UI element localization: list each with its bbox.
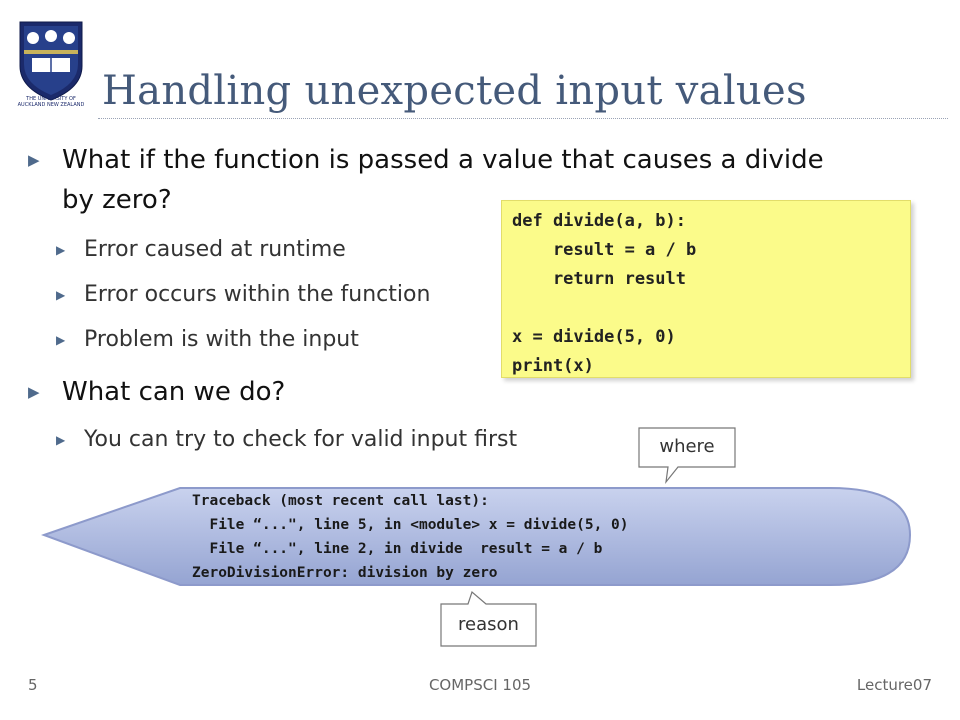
lecture-name: Lecture07	[856, 676, 932, 694]
bullet-arrow-icon: ▶	[56, 288, 66, 302]
bullet-text: Error caused at runtime	[84, 237, 346, 262]
code-line: print(x)	[512, 356, 594, 376]
traceback-line: ZeroDivisionError: division by zero	[192, 565, 498, 581]
bullet-level1: ▶ What if the function is passed a value…	[28, 140, 928, 220]
bullet-text: Error occurs within the function	[84, 282, 431, 307]
reason-callout-shape	[440, 590, 537, 647]
bullet-text: You can try to check for valid input fir…	[84, 427, 518, 452]
code-line: return result	[512, 269, 686, 289]
bullet-level2: ▶ Error occurs within the function	[56, 280, 430, 310]
course-name: COMPSCI 105	[428, 676, 532, 694]
page-number: 5	[28, 676, 38, 694]
bullet-level2: ▶ You can try to check for valid input f…	[56, 425, 517, 455]
bullet-text: What can we do?	[62, 377, 286, 407]
bullet-level1: ▶ What can we do?	[28, 372, 285, 412]
code-line: def divide(a, b):	[512, 211, 686, 231]
code-line: x = divide(5, 0)	[512, 327, 676, 347]
reason-label: reason	[458, 614, 519, 635]
bullet-text: Problem is with the input	[84, 327, 359, 352]
traceback-text: Traceback (most recent call last): File …	[192, 489, 629, 585]
traceback-line: Traceback (most recent call last):	[192, 493, 489, 509]
bullet-arrow-icon: ▶	[28, 383, 40, 401]
bullet-level2: ▶ Problem is with the input	[56, 325, 359, 355]
bullet-text: What if the function is passed a value t…	[62, 145, 824, 175]
slide-title: Handling unexpected input values	[102, 68, 807, 114]
bullet-arrow-icon: ▶	[28, 151, 40, 169]
title-divider	[98, 118, 948, 119]
bullet-arrow-icon: ▶	[56, 243, 66, 257]
bullet-arrow-icon: ▶	[56, 433, 66, 447]
code-line: result = a / b	[512, 240, 697, 260]
traceback-line: File “...", line 2, in divide result = a…	[192, 541, 603, 557]
university-logo-icon	[19, 21, 83, 101]
bullet-text-continued: by zero?	[62, 185, 172, 215]
where-label: where	[659, 436, 715, 457]
logo-caption: THE UNIVERSITY OF AUCKLAND NEW ZEALAND	[17, 96, 85, 108]
traceback-line: File “...", line 5, in <module> x = divi…	[192, 517, 629, 533]
bullet-level2: ▶ Error caused at runtime	[56, 235, 346, 265]
code-box: def divide(a, b): result = a / b return …	[501, 200, 911, 378]
traceback-callout-shape	[41, 487, 912, 586]
bullet-arrow-icon: ▶	[56, 333, 66, 347]
where-callout-shape	[638, 427, 736, 485]
